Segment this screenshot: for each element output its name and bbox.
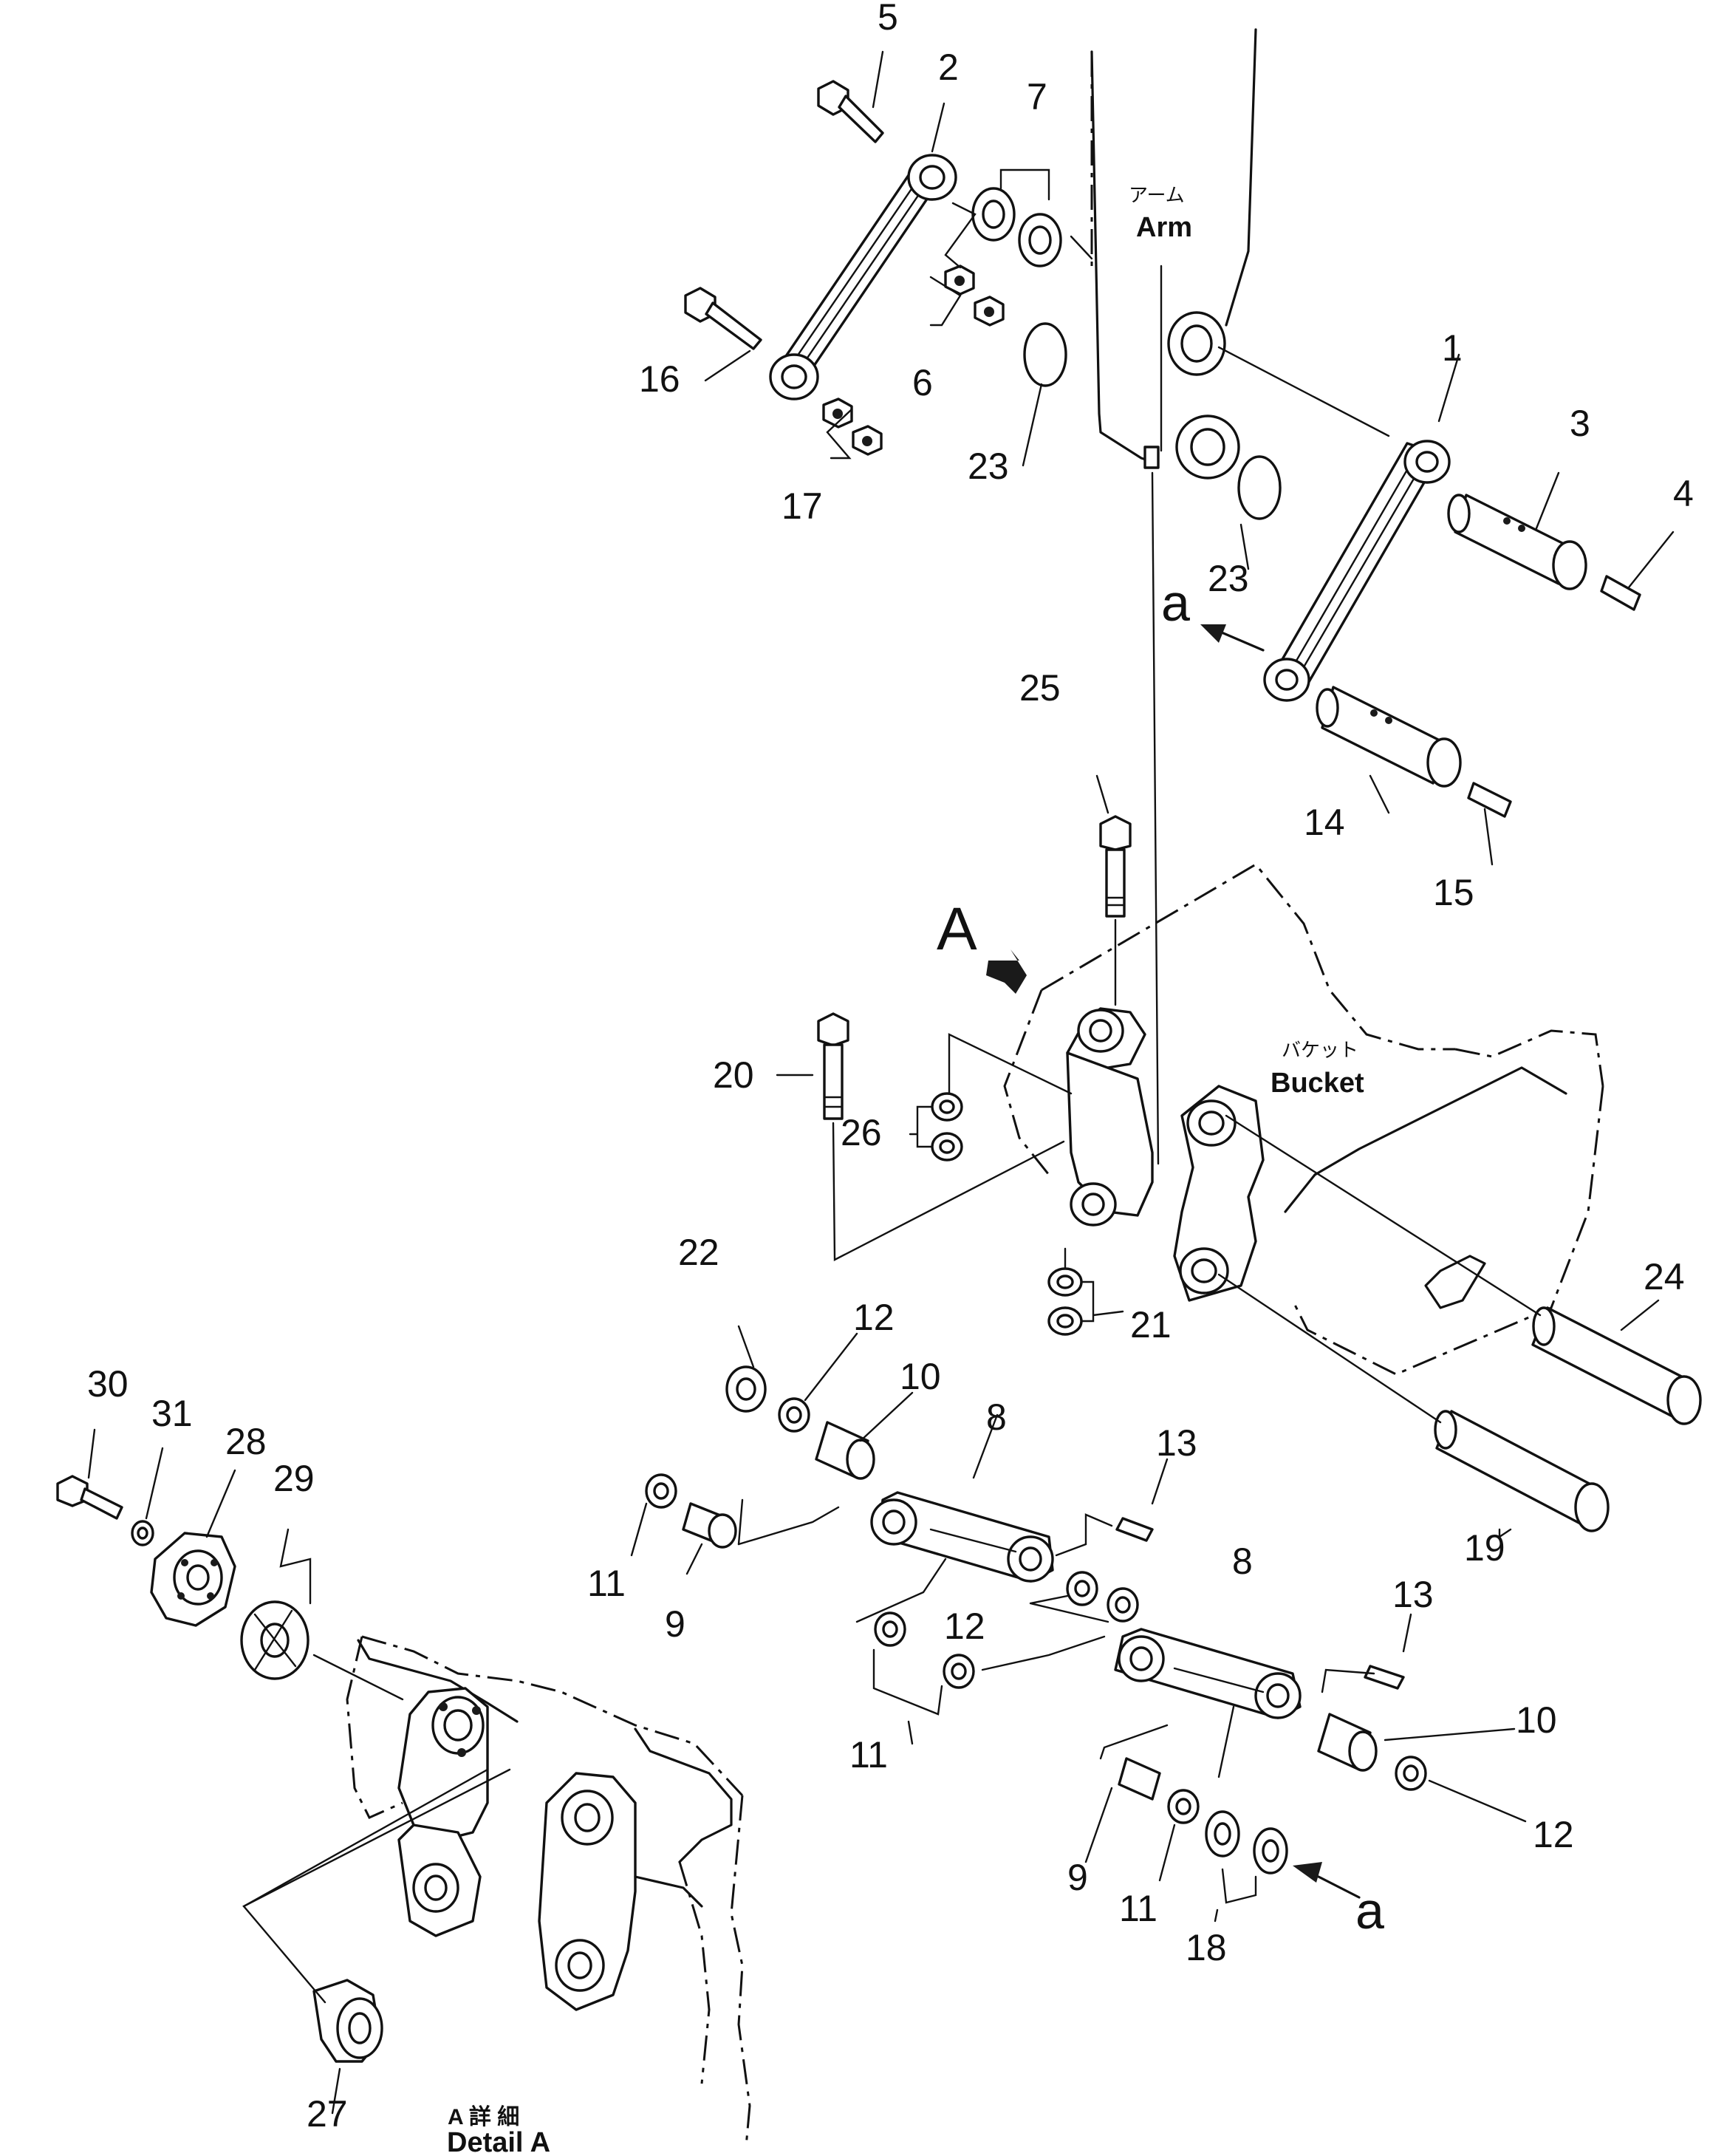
callout-11-left: 11: [587, 1563, 626, 1604]
bolt-25: [1095, 774, 1132, 1006]
callout-29: 29: [273, 1458, 315, 1499]
callout-16: 16: [639, 358, 680, 400]
callout-9-lower: 9: [1067, 1857, 1088, 1898]
callout-30: 30: [87, 1363, 129, 1405]
washer-22: [725, 1365, 767, 1413]
callout-10-upper: 10: [900, 1356, 941, 1397]
link-8-lower: [1114, 1628, 1302, 1719]
callout-23-right: 23: [1208, 558, 1249, 599]
callout-13-upper: 13: [1156, 1422, 1197, 1464]
fitting-4: [1600, 575, 1641, 611]
bushing-10: [815, 1421, 1378, 1772]
callout-20: 20: [713, 1054, 754, 1096]
callout-10-lower: 10: [1516, 1699, 1557, 1741]
bucket-outline: [1003, 863, 1604, 1376]
pin-19: [1217, 1273, 1610, 1539]
link-1: [1263, 440, 1451, 702]
callout-31: 31: [151, 1393, 193, 1434]
seals-12: [778, 1397, 1427, 1791]
callout-19: 19: [1464, 1527, 1505, 1569]
callout-12-upper: 12: [853, 1297, 895, 1338]
pin-14: [1316, 686, 1462, 788]
fitting-15: [1467, 782, 1512, 818]
reference-a-bottom: a: [1355, 1882, 1384, 1940]
callout-9-upper: 9: [665, 1603, 685, 1645]
plate-28: [150, 1532, 236, 1627]
nuts-26: [909, 1033, 1073, 1161]
callout-14: 14: [1304, 802, 1345, 843]
arm-label-jp: アーム: [1129, 185, 1185, 207]
bushing-9: [682, 1502, 1161, 1801]
pin-3: [1447, 494, 1587, 590]
link-2: [769, 154, 957, 400]
callout-8-upper: 8: [986, 1396, 1007, 1438]
nuts-6: [944, 265, 1005, 327]
callout-12-lower: 12: [1533, 1814, 1574, 1855]
callout-26: 26: [841, 1112, 882, 1153]
view-a-arrow: [986, 949, 1027, 994]
shims-29: [240, 1600, 310, 1680]
bolt-30: [56, 1475, 123, 1520]
callout-17: 17: [782, 485, 823, 527]
leader-lines-bottom: [630, 1325, 1527, 1923]
callout-5: 5: [878, 0, 898, 38]
detail-a-label-jp: A 詳 細: [448, 2104, 519, 2129]
callout-11-lower: 11: [1119, 1888, 1157, 1929]
washer-31: [131, 1520, 154, 1546]
bucket-label-jp: バケット: [1282, 1040, 1358, 1062]
callout-11-middle: 11: [849, 1734, 888, 1775]
arm-outline: [1090, 28, 1257, 1165]
callout-7: 7: [1027, 76, 1047, 117]
arm-label: Arm: [1136, 212, 1192, 243]
callout-numbers: 1 2 3 4 5 6 7 8 8 9 9 10 10 11 11 11 12 …: [87, 0, 1694, 2135]
shims-18: [1205, 1810, 1288, 1874]
callout-13-lower: 13: [1392, 1574, 1434, 1615]
callout-25: 25: [1019, 667, 1061, 709]
shims-7: [971, 187, 1062, 267]
callout-22: 22: [678, 1232, 719, 1273]
bolt-16: [684, 287, 762, 350]
callout-4: 4: [1673, 473, 1694, 514]
bushing-27: [312, 1979, 383, 2063]
callout-6: 6: [912, 362, 933, 403]
view-a-label: A: [937, 896, 977, 963]
bolt-20: [776, 1012, 1065, 1261]
bolt-5: [817, 80, 884, 143]
callout-21: 21: [1130, 1304, 1172, 1345]
callout-12-middle: 12: [944, 1606, 985, 1647]
link-8-upper: [870, 1491, 1054, 1583]
callout-3: 3: [1570, 403, 1590, 444]
callout-1: 1: [1442, 327, 1463, 369]
callout-8-lower: 8: [1232, 1541, 1253, 1582]
bucket-label: Bucket: [1271, 1068, 1364, 1099]
o-rings-23: [1023, 322, 1282, 520]
leader-lines-detail: [87, 1428, 511, 2115]
leader-lines-right: [1200, 346, 1675, 866]
reference-a-top: a: [1161, 574, 1190, 632]
callout-18: 18: [1186, 1927, 1227, 1968]
nuts-21: [1047, 1247, 1124, 1336]
nuts-17: [822, 398, 883, 456]
detail-a-drawing: [346, 1635, 751, 2147]
pin-24: [1225, 1114, 1702, 1425]
callout-24: 24: [1644, 1256, 1685, 1297]
leader-lines-top: [704, 50, 1250, 570]
callout-23-left: 23: [968, 446, 1009, 487]
callout-28: 28: [225, 1421, 267, 1462]
seals-11: [645, 1473, 1200, 1824]
callout-27: 27: [307, 2093, 348, 2135]
callout-2: 2: [938, 47, 959, 88]
detail-a-label: Detail A: [447, 2127, 550, 2156]
callout-15: 15: [1433, 872, 1474, 913]
